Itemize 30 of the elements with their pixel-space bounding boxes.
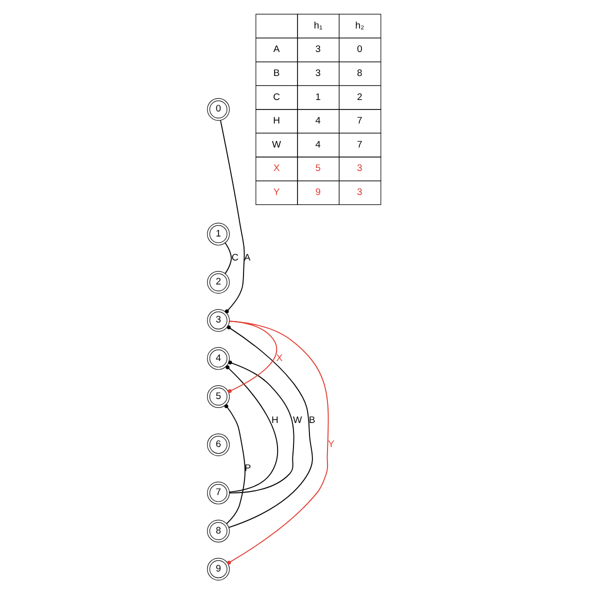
edge-label: H	[271, 414, 278, 426]
edge-label: C	[232, 252, 238, 264]
edge-label: W	[293, 414, 302, 426]
label: 2	[357, 92, 362, 103]
label: A	[273, 44, 280, 56]
label: 8	[357, 68, 362, 79]
label: 4	[315, 116, 321, 127]
label: h₁	[314, 20, 322, 32]
label: 7	[357, 139, 362, 150]
edge-label: Y	[328, 439, 334, 450]
label: H	[273, 116, 280, 127]
label: X	[273, 163, 280, 174]
label: C	[273, 92, 280, 103]
label: Y	[273, 187, 280, 198]
label: B	[273, 68, 280, 79]
label: 1	[315, 92, 321, 103]
label: 4	[315, 139, 321, 150]
edge-label: X	[276, 352, 283, 364]
label: 3	[357, 187, 362, 198]
label: W	[272, 139, 281, 150]
label: 3	[357, 163, 362, 174]
label: 9	[315, 187, 321, 198]
label: 5	[315, 163, 321, 174]
label: 3	[315, 44, 321, 56]
label: 0	[357, 44, 362, 56]
edge-label: B	[308, 414, 316, 426]
label: h₂	[355, 20, 364, 32]
edge-label: A	[244, 252, 250, 264]
label: 3	[315, 68, 321, 79]
label: 7	[357, 116, 362, 127]
